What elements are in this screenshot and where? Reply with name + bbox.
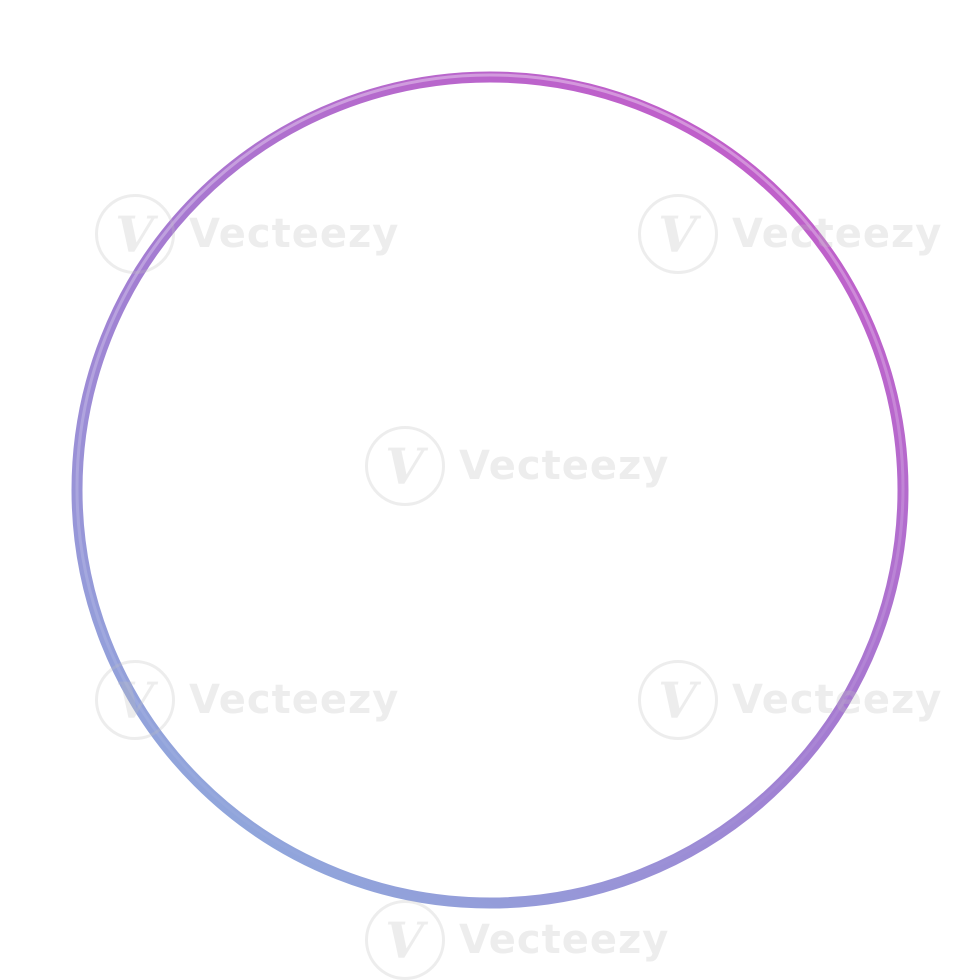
hoop-highlight [75, 73, 905, 903]
hoop-body [71, 71, 909, 909]
